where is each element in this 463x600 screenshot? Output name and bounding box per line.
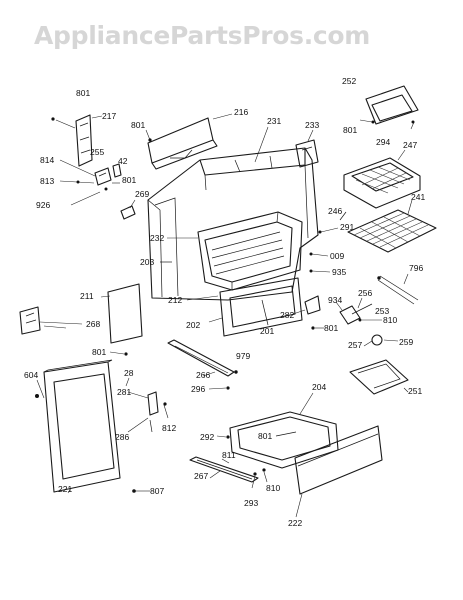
callout-253: 253: [375, 306, 389, 316]
callout-286: 286: [115, 432, 129, 442]
part-266-hinge-channel: [167, 339, 238, 377]
callout-204: 204: [312, 382, 326, 392]
callout-259: 259: [399, 337, 413, 347]
callout-293: 293: [244, 498, 258, 508]
part-246-rack-slide: [339, 211, 347, 221]
callout-269: 269: [135, 189, 149, 199]
part-202-front-frame: [186, 277, 303, 337]
callout-266: 266: [196, 370, 210, 380]
callout-247: 247: [403, 140, 417, 150]
part-801-lower-screws: [109, 351, 230, 390]
callout-801f: 801: [92, 347, 106, 357]
callout-934: 934: [328, 295, 342, 305]
part-252-element: [359, 85, 419, 130]
part-267-drawer-rail: [189, 456, 259, 483]
callout-255: 255: [90, 147, 104, 157]
callout-221: 221: [58, 484, 72, 494]
callout-810b: 810: [266, 483, 280, 493]
callout-807: 807: [150, 486, 164, 496]
callout-979: 979: [236, 351, 250, 361]
callout-801g: 801: [258, 431, 272, 441]
callout-926: 926: [36, 200, 50, 210]
part-801-screw-middle: [311, 326, 324, 330]
callout-267: 267: [194, 471, 208, 481]
part-217-side-bracket: [51, 114, 103, 167]
part-231-oven-body: [147, 126, 319, 301]
watermark: AppliancePartsPros.com: [34, 21, 370, 50]
part-247-broiler-pan: [343, 149, 421, 209]
callout-256: 256: [358, 288, 372, 298]
callout-217: 217: [102, 111, 116, 121]
callout-801a: 801: [76, 88, 90, 98]
callout-810a: 810: [383, 315, 397, 325]
callout-222: 222: [288, 518, 302, 528]
callout-292: 292: [200, 432, 214, 442]
part-222-drawer-front: [294, 425, 383, 518]
callout-935: 935: [332, 267, 346, 277]
part-211-panel: [100, 283, 143, 344]
callout-42: 42: [118, 156, 128, 166]
callout-labels: 252 801 217 801 216 231 233 801 294 255 …: [24, 76, 425, 528]
callout-28: 28: [124, 368, 134, 378]
callout-212: 212: [168, 295, 182, 305]
callout-233: 233: [305, 120, 319, 130]
callout-796: 796: [409, 263, 423, 273]
callout-201: 201: [260, 326, 274, 336]
callout-296: 296: [191, 384, 205, 394]
callout-246: 246: [328, 206, 342, 216]
callout-009: 009: [330, 251, 344, 261]
part-292-293-fasteners: [216, 435, 268, 489]
callout-812: 812: [162, 423, 176, 433]
part-221-oven-door: [35, 359, 121, 494]
callout-232: 232: [150, 233, 164, 243]
callout-211: 211: [80, 291, 94, 301]
part-796-wire-harness: [377, 273, 419, 305]
part-241-oven-rack: [347, 199, 437, 253]
part-255-42-switches: [59, 159, 122, 206]
callout-252: 252: [342, 76, 356, 86]
callout-202: 202: [186, 320, 200, 330]
part-216-vent-panel: [145, 113, 233, 170]
part-251-lower-element: [349, 359, 409, 395]
callout-801b: 801: [131, 120, 145, 130]
callout-231: 231: [267, 116, 281, 126]
callout-801e: 801: [324, 323, 338, 333]
callout-801d: 801: [122, 175, 136, 185]
part-291-009-935-small-parts: [309, 227, 339, 273]
part-201-liner: [261, 299, 269, 326]
part-257-259-burner-parts: [358, 318, 399, 347]
callout-801c: 801: [343, 125, 357, 135]
callout-814: 814: [40, 155, 54, 165]
part-233-rear-bracket: [295, 129, 319, 168]
callout-281: 281: [117, 387, 131, 397]
callout-813: 813: [40, 176, 54, 186]
part-281-286-hinge-hardware: [125, 377, 169, 433]
part-282-bracket: [292, 295, 321, 315]
callout-203: 203: [140, 257, 154, 267]
callout-216: 216: [234, 107, 248, 117]
part-268-hinge: [19, 306, 83, 335]
callout-294: 294: [376, 137, 390, 147]
part-256-sensor: [335, 297, 373, 325]
part-232-oven-cavity: [167, 211, 303, 291]
callout-604: 604: [24, 370, 38, 380]
part-807-screw: [132, 489, 150, 493]
callout-811: 811: [222, 450, 236, 460]
callout-241: 241: [411, 192, 425, 202]
part-269-clip: [120, 199, 136, 220]
callout-251: 251: [408, 386, 422, 396]
callout-282: 282: [280, 310, 294, 320]
callout-291: 291: [340, 222, 354, 232]
callout-268: 268: [86, 319, 100, 329]
callout-257: 257: [348, 340, 362, 350]
